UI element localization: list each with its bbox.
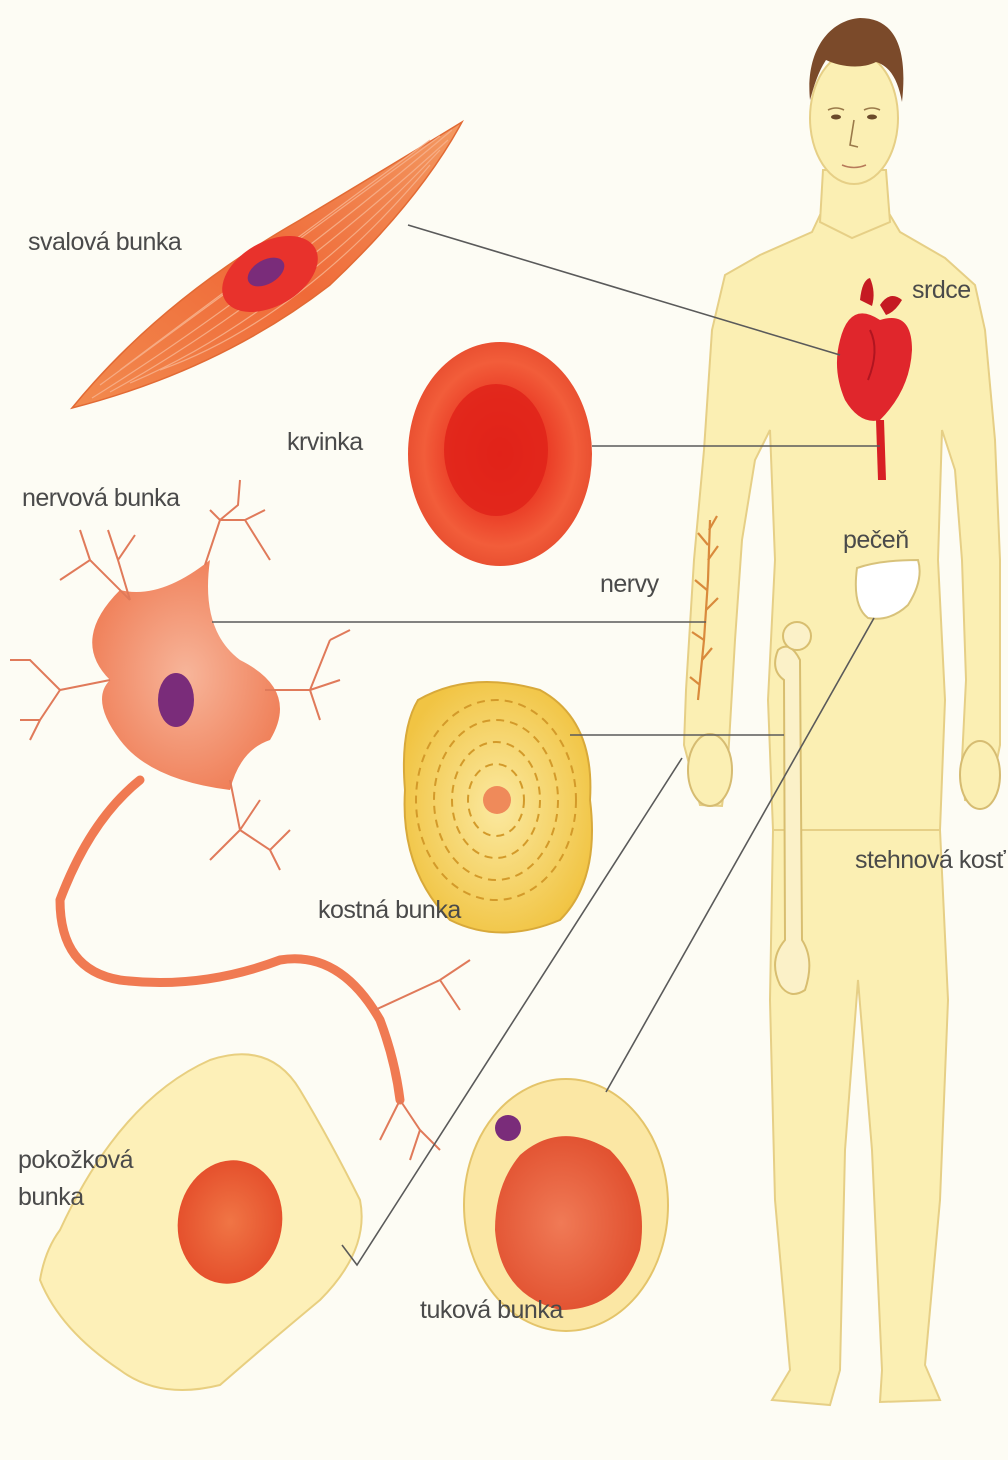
right-hand: [960, 741, 1000, 809]
skin-cell: [40, 1054, 362, 1390]
fat-cell: [464, 1079, 668, 1331]
human-body: [684, 18, 1000, 1405]
blood-cell: [408, 342, 592, 566]
bone-cell: [404, 682, 592, 933]
label-nerve-cell: nervová bunka: [22, 484, 180, 512]
label-muscle-cell: svalová bunka: [28, 228, 182, 256]
body-head: [810, 52, 898, 184]
label-skin-cell-line2: bunka: [18, 1183, 84, 1211]
body-torso: [684, 215, 1000, 830]
label-blood-cell: krvinka: [287, 428, 363, 456]
label-femur: stehnová kosť: [855, 846, 1006, 874]
muscle-cell: [72, 122, 462, 408]
label-fat-cell: tuková bunka: [420, 1296, 563, 1324]
label-skin-cell-line1: pokožková: [18, 1146, 134, 1174]
label-bone-cell: kostná bunka: [318, 896, 461, 924]
label-heart: srdce: [912, 276, 971, 304]
label-liver: pečeň: [843, 526, 909, 554]
label-nerves: nervy: [600, 570, 660, 598]
left-hand: [688, 734, 732, 806]
